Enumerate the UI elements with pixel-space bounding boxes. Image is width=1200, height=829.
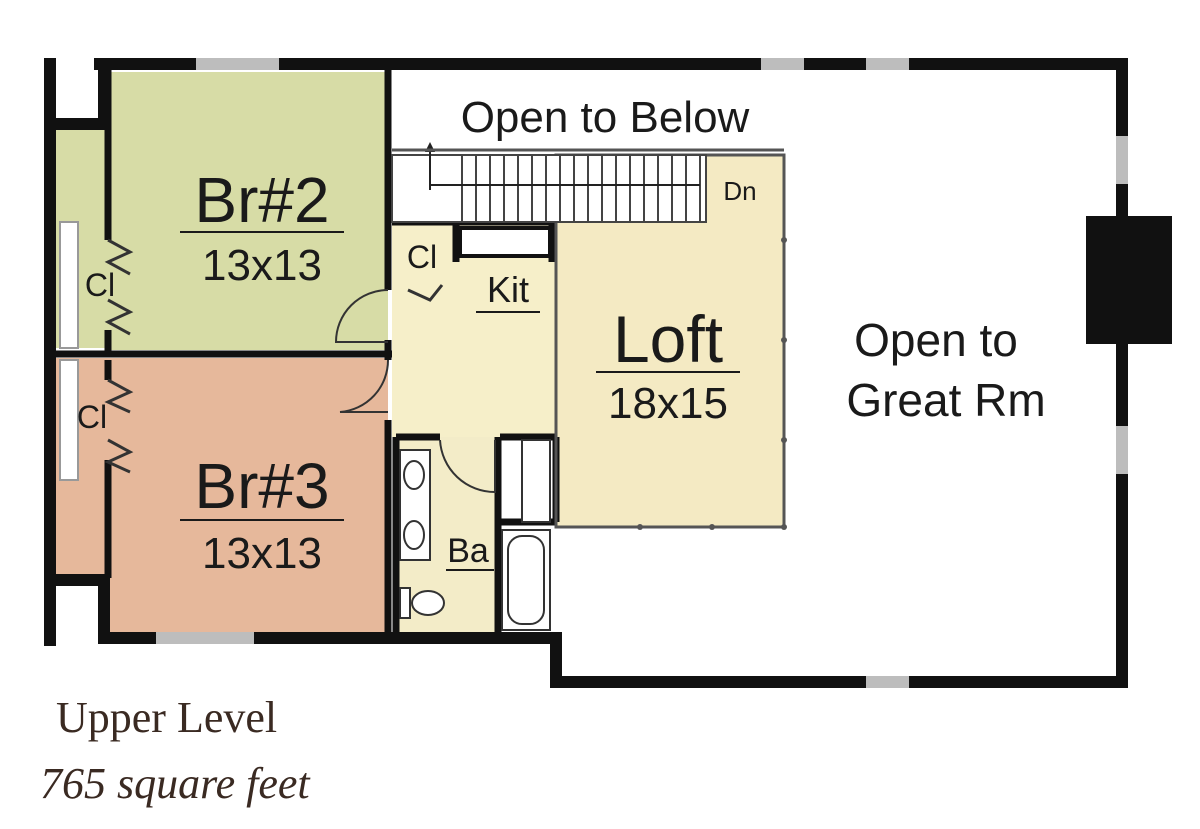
bedroom-2-name: Br#2 [194,164,329,236]
bedroom-2-size: 13x13 [202,241,322,290]
door-swings [334,289,496,494]
railing-posts [637,237,787,530]
window [190,58,285,70]
loft-name: Loft [613,302,723,376]
bifold-doors [104,238,444,474]
kitchen-label: Kit [487,269,529,310]
bedroom-3-size: 13x13 [202,529,322,578]
window [860,676,915,688]
closet-label-br2: Cl [85,267,115,303]
bedroom-3-name: Br#3 [194,450,329,522]
caption-title: Upper Level [56,693,277,742]
stair-down-label: Dn [723,176,756,206]
stairs [391,142,707,223]
window [860,58,915,70]
caption-area: 765 square feet [40,759,311,808]
outer-walls [44,58,1128,688]
open-to-great-room-line1: Open to [854,314,1018,366]
bath-fixtures [399,439,551,631]
window [150,632,260,644]
bedroom-3-fill [108,358,388,634]
bath-label: Ba [447,532,489,570]
closet-label-kitchen: Cl [407,239,437,275]
open-to-great-room-line2: Great Rm [846,374,1045,426]
window [1116,130,1128,190]
window [1116,420,1128,480]
closet-shelving [59,221,79,481]
loft-size: 18x15 [608,379,728,428]
kitchen-counter [458,226,552,258]
closet-label-br3: Cl [77,399,107,435]
bedroom-2-fill [108,72,388,350]
window [755,58,810,70]
kitchen-hall-fill [392,225,556,437]
open-to-below-label: Open to Below [461,93,750,142]
fireplace [1086,216,1172,344]
stair-landing-fill [706,155,784,225]
